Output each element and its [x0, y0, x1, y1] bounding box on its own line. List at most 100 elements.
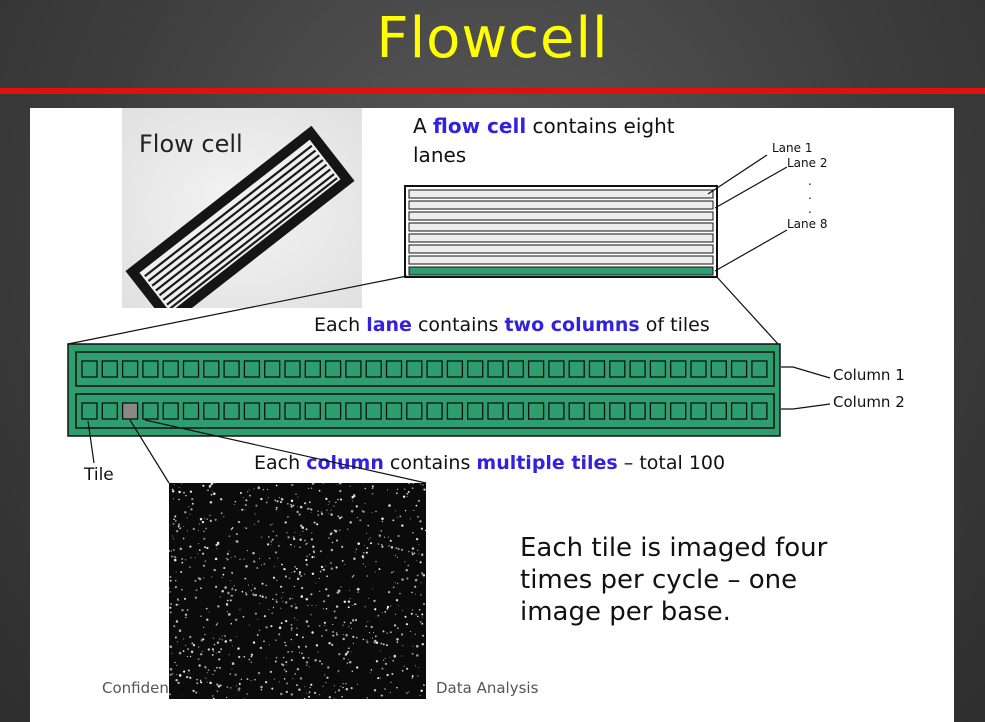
tile: [730, 360, 748, 378]
cluster-spot: [366, 641, 369, 644]
cluster-spot: [290, 499, 294, 503]
cluster-spot: [396, 556, 398, 559]
cluster-spot: [370, 625, 373, 629]
cluster-spot: [412, 483, 414, 485]
cluster-spot: [223, 566, 226, 570]
cluster-spot: [311, 572, 315, 576]
column-1-label: Column 1: [833, 366, 905, 384]
lane-2-label: Lane 2: [787, 156, 828, 170]
cluster-spot: [201, 520, 205, 524]
cluster-spot: [219, 596, 222, 598]
cluster-spot: [409, 630, 411, 633]
cluster-spot: [228, 550, 230, 552]
cluster-spot: [185, 494, 187, 497]
cluster-spot: [290, 543, 292, 546]
cluster-spot: [189, 635, 192, 639]
cluster-spot: [224, 640, 228, 643]
tile: [487, 402, 504, 420]
cluster-spot: [286, 682, 289, 685]
tile-zoom-left: [129, 419, 170, 484]
cluster-spot: [177, 599, 179, 601]
cluster-spot: [416, 654, 419, 657]
cluster-spot: [325, 681, 327, 683]
cluster-spot: [207, 489, 209, 492]
cluster-spot: [244, 577, 247, 580]
cluster-spot: [343, 621, 346, 624]
cluster-spot: [217, 605, 220, 608]
cluster-spot: [355, 505, 358, 508]
tile: [182, 402, 200, 420]
cluster-spot: [239, 558, 241, 560]
cluster-spot: [275, 509, 277, 511]
cluster-spot: [390, 681, 392, 683]
cluster-spot: [418, 553, 420, 555]
cluster-spot: [175, 678, 178, 682]
flow-cell-text-suffix: contains eight: [526, 114, 675, 138]
cluster-spot: [294, 603, 296, 605]
cluster-spot: [324, 674, 326, 676]
cluster-spot: [254, 593, 258, 597]
cluster-spot: [222, 573, 225, 576]
tile: [223, 402, 240, 420]
cluster-spot: [371, 637, 373, 639]
cluster-spot: [353, 574, 355, 577]
cluster-spot: [216, 548, 218, 550]
cluster-spot: [174, 585, 178, 589]
tile: [670, 402, 687, 420]
cluster-spot: [278, 545, 280, 547]
cluster-spot: [231, 662, 235, 665]
cluster-spot: [403, 665, 405, 667]
cluster-spot: [293, 617, 296, 619]
cluster-spot: [327, 504, 329, 505]
cluster-spot: [182, 537, 185, 540]
cluster-spot: [321, 634, 323, 637]
cluster-spot: [214, 557, 218, 561]
cluster-spot: [272, 530, 274, 532]
cluster-spot: [386, 673, 389, 677]
cluster-spot: [361, 555, 365, 558]
cluster-spot: [242, 615, 245, 618]
tile: [406, 360, 423, 378]
cluster-spot: [232, 527, 234, 529]
cluster-spot: [170, 603, 172, 605]
cluster-spot: [382, 643, 385, 646]
cluster-spot: [272, 576, 276, 579]
cluster-spot: [204, 546, 206, 549]
cluster-spot: [307, 605, 309, 607]
cluster-spot: [287, 651, 289, 653]
cluster-spot: [238, 655, 241, 659]
cluster-spot: [206, 618, 209, 621]
cluster-spot: [351, 604, 353, 606]
cluster-spot: [417, 549, 419, 551]
cluster-spot: [413, 552, 416, 554]
cluster-spot: [310, 511, 312, 513]
cluster-spot: [313, 691, 317, 695]
cluster-spot: [226, 686, 229, 688]
cluster-spot: [415, 537, 419, 541]
cluster-spot: [178, 490, 181, 494]
cluster-spot: [206, 672, 208, 674]
cluster-spot: [172, 490, 175, 493]
flow-cell-photo: Flow cell: [122, 108, 362, 308]
cluster-spot: [377, 543, 380, 545]
cluster-spot: [285, 644, 287, 647]
cluster-spot: [212, 637, 214, 639]
cluster-spot: [374, 639, 377, 642]
cluster-spot: [211, 576, 213, 578]
cluster-spot: [306, 507, 310, 510]
cluster-spot: [229, 639, 232, 642]
cluster-spot: [250, 655, 253, 658]
cluster-spot: [175, 529, 179, 533]
cluster-spot: [228, 535, 231, 537]
cluster-spot: [421, 613, 424, 616]
tile: [670, 360, 687, 378]
cluster-spot: [181, 609, 184, 612]
cluster-spot: [331, 541, 334, 544]
cluster-spot: [252, 641, 256, 644]
cluster-spot: [215, 652, 217, 654]
cluster-spot: [345, 652, 348, 655]
cluster-spot: [369, 537, 371, 539]
cluster-spot: [265, 626, 268, 629]
cluster-spot: [280, 692, 283, 696]
cluster-spot: [253, 488, 255, 490]
